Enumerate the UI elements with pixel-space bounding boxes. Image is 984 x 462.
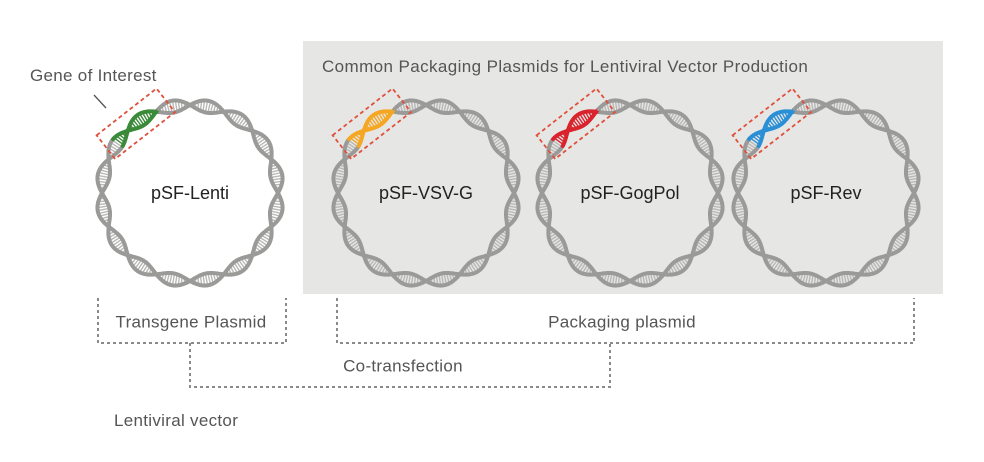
dna-rung xyxy=(611,100,616,113)
dna-rung xyxy=(644,100,649,113)
dna-rung xyxy=(440,273,445,286)
dna-rung xyxy=(710,207,723,212)
dna-strand xyxy=(756,109,798,148)
packaging-panel xyxy=(303,41,943,294)
dna-strand xyxy=(356,109,398,148)
dna-rung xyxy=(270,207,283,212)
transgene-plasmid-label: Transgene Plasmid xyxy=(115,312,267,332)
dna-rung xyxy=(333,207,346,212)
dna-rung xyxy=(506,174,519,179)
cotransfection-label: Co-transfection xyxy=(343,356,463,376)
dna-rung xyxy=(440,100,445,113)
plasmid-vsvg xyxy=(331,87,521,288)
dna-rung xyxy=(407,273,412,286)
plasmid-lenti xyxy=(95,87,285,288)
dna-strand xyxy=(747,107,797,142)
dna-strand xyxy=(792,98,921,195)
dna-strand xyxy=(535,137,720,288)
dna-rung xyxy=(733,174,746,179)
plasmid-name-vsvg: pSF-VSV-G xyxy=(378,183,474,203)
cotransfection-connector xyxy=(189,343,611,388)
dna-rung xyxy=(407,100,412,113)
dna-strand xyxy=(120,109,162,148)
dna-rung xyxy=(611,273,616,286)
plasmid-name-rev: pSF-Rev xyxy=(790,183,862,203)
dna-rung xyxy=(506,207,519,212)
dna-rung xyxy=(204,273,209,286)
plasmid-name-lenti: pSF-Lenti xyxy=(150,183,230,203)
dna-rung xyxy=(733,207,746,212)
dna-strand xyxy=(596,98,725,195)
dna-rung xyxy=(97,207,110,212)
dna-rung xyxy=(644,273,649,286)
dna-rung xyxy=(840,273,845,286)
dna-strand xyxy=(560,109,602,148)
dna-rung xyxy=(171,273,176,286)
dna-strand xyxy=(731,137,916,288)
packaging-plasmid-label: Packaging plasmid xyxy=(548,312,696,332)
packaging-panel-title: Common Packaging Plasmids for Lentiviral… xyxy=(322,57,809,76)
insert-highlight-box xyxy=(95,87,177,161)
dna-rung xyxy=(906,207,919,212)
dna-rung xyxy=(537,207,550,212)
dna-rung xyxy=(807,273,812,286)
dna-strand xyxy=(392,98,521,195)
dna-strand xyxy=(347,107,397,142)
dna-strand xyxy=(95,137,280,288)
dna-strand xyxy=(156,98,285,195)
dna-strand xyxy=(331,137,516,288)
dna-rung xyxy=(537,174,550,179)
dna-strand xyxy=(597,98,720,195)
dna-rung xyxy=(204,100,209,113)
dna-rung xyxy=(807,100,812,113)
packaging-bracket xyxy=(336,298,915,344)
dna-strand xyxy=(157,98,280,195)
dna-strand xyxy=(111,107,161,142)
gene-pointer-line xyxy=(93,94,107,109)
dna-rung xyxy=(840,100,845,113)
dna-rung xyxy=(333,174,346,179)
gene-of-interest-label: Gene of Interest xyxy=(30,66,157,85)
dna-rung xyxy=(710,174,723,179)
plasmid-rev xyxy=(731,87,921,288)
dna-rung xyxy=(97,174,110,179)
dna-strand xyxy=(393,98,516,195)
dna-rung xyxy=(270,174,283,179)
dna-strand xyxy=(793,98,916,195)
plasmid-gogpol xyxy=(535,87,725,288)
dna-strand xyxy=(95,143,285,288)
dna-rung xyxy=(171,100,176,113)
dna-strand xyxy=(551,107,601,142)
plasmid-name-gogpol: pSF-GogPol xyxy=(580,183,680,203)
lentiviral-vector-label: Lentiviral vector xyxy=(114,411,239,430)
dna-rung xyxy=(906,174,919,179)
transgene-bracket xyxy=(97,298,287,344)
